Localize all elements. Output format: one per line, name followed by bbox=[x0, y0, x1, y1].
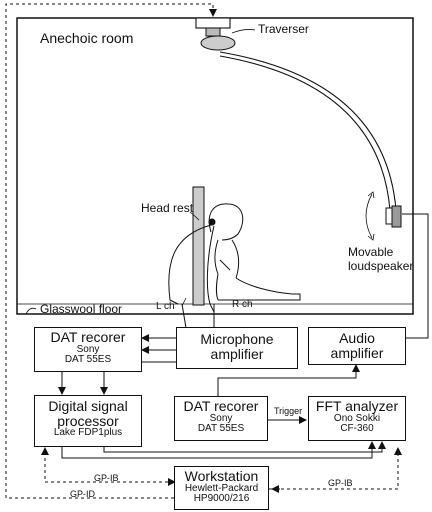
ear-microphone-icon bbox=[208, 218, 216, 226]
dat1-model: DAT 55ES bbox=[64, 354, 112, 366]
fft-analyzer-box: FFT analyzer Ono Sokki CF-360 bbox=[308, 396, 406, 441]
traverser-motor bbox=[205, 27, 221, 37]
dat1-brand: Sony bbox=[76, 343, 100, 355]
traverser-arc-inner bbox=[219, 55, 391, 211]
dsp-box: Digital signal processor Lake FDP1plus bbox=[34, 395, 142, 447]
gpib-left-dashed bbox=[41, 447, 174, 483]
audio-amplifier-box: Audio amplifier bbox=[308, 327, 406, 365]
loudspeaker-body bbox=[391, 205, 402, 228]
workstation-box: Workstation Hewlett-Packard HP9000/216 bbox=[174, 466, 269, 510]
l-ch-cable bbox=[168, 224, 212, 305]
movement-arrowhead-top bbox=[367, 191, 375, 199]
traverser-callout bbox=[231, 29, 256, 34]
loudspeaker-label-line1: Movable bbox=[348, 245, 394, 259]
dat2-to-audio-arrow bbox=[217, 364, 360, 396]
dsp-to-fft-line-1 bbox=[61, 441, 376, 459]
mic-subtitle: amplifier bbox=[210, 345, 264, 362]
l-ch-label: L ch bbox=[156, 301, 175, 312]
traverser-mount bbox=[195, 17, 231, 29]
dat2-brand: Sony bbox=[209, 412, 233, 424]
mic-cable-left bbox=[181, 303, 187, 329]
l-ch-tick bbox=[181, 297, 187, 307]
glasswool-label: Glasswool floor bbox=[40, 302, 123, 316]
microphone-amplifier-box: Microphone amplifier bbox=[176, 327, 298, 369]
dat-recorder-box-1: DAT recorer Sony DAT 55ES bbox=[34, 327, 142, 372]
ws-brand: Hewlett-Packard bbox=[184, 482, 259, 494]
dsp-to-fft-line-2 bbox=[103, 441, 386, 453]
movement-arrowhead-bottom bbox=[367, 233, 375, 241]
dsp-model: Lake FDP1plus bbox=[53, 427, 123, 439]
dat2-title: DAT recorer bbox=[183, 398, 259, 414]
ws-title: Workstation bbox=[184, 468, 259, 484]
gpib-right-label: GP-IB bbox=[328, 478, 353, 488]
movement-arrow-icon bbox=[365, 193, 373, 239]
glasswool-callout bbox=[25, 307, 37, 315]
fft-model: CF-360 bbox=[340, 423, 374, 435]
traverser-hub bbox=[200, 35, 236, 51]
dat1-title: DAT recorer bbox=[50, 329, 126, 345]
gpib-left-label: GP-IB bbox=[94, 473, 119, 483]
head-rest-callout bbox=[189, 211, 200, 221]
loudspeaker-label-line2: loudspeaker bbox=[348, 259, 414, 273]
gpib-right-dashed bbox=[269, 447, 402, 490]
r-ch-label: R ch bbox=[232, 299, 253, 310]
loudspeaker-icon bbox=[385, 207, 393, 225]
dat-recorder-box-2: DAT recorer Sony DAT 55ES bbox=[174, 396, 268, 441]
mic-title: Microphone bbox=[200, 331, 274, 347]
head-rest-stand bbox=[192, 186, 205, 306]
fft-brand: Ono Sokki bbox=[333, 412, 381, 424]
gpid-dashed-line bbox=[5, 3, 217, 499]
audio-subtitle: amplifier bbox=[330, 344, 384, 361]
gpid-label: GP-ID bbox=[70, 489, 96, 499]
traverser-arc bbox=[219, 51, 397, 211]
dsp-subtitle: processor bbox=[57, 412, 119, 429]
fft-title: FFT analyzer bbox=[315, 398, 399, 414]
dat2-model: DAT 55ES bbox=[197, 423, 245, 435]
dummy-head-figure bbox=[208, 203, 301, 301]
dsp-title: Digital signal bbox=[48, 398, 128, 414]
head-rest-label: Head rest bbox=[141, 201, 194, 215]
ws-model: HP9000/216 bbox=[193, 493, 250, 505]
trigger-label: Trigger bbox=[274, 406, 303, 416]
room-title: Anechoic room bbox=[40, 30, 134, 46]
audio-title: Audio bbox=[339, 330, 375, 346]
traverser-label: Traverser bbox=[258, 22, 309, 36]
r-ch-cable bbox=[206, 225, 215, 313]
audio-to-speaker-line bbox=[402, 213, 429, 339]
